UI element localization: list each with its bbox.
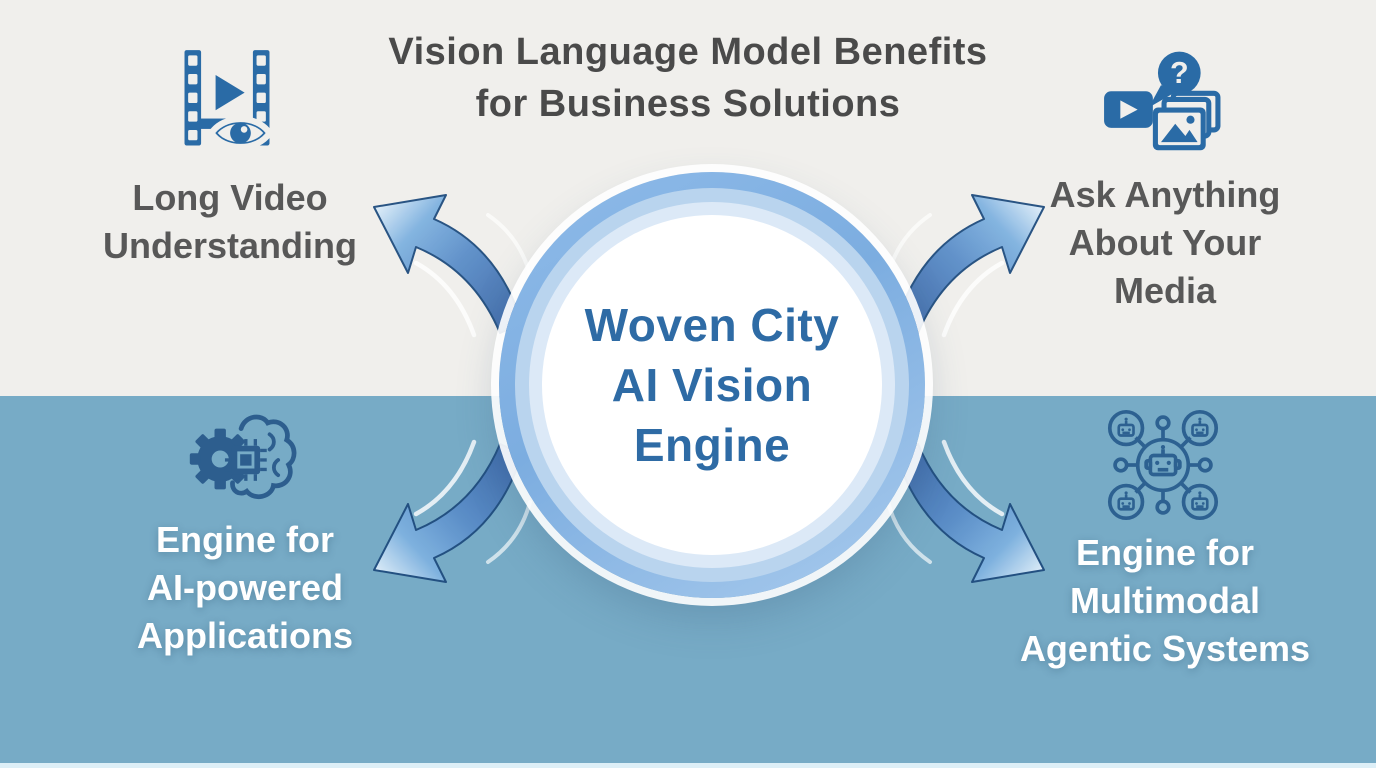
page-title: Vision Language Model Benefits for Busin… <box>288 26 1088 130</box>
center-line-1: Woven City <box>584 299 840 351</box>
label-long-video-understanding: Long Video Understanding <box>50 174 410 270</box>
circle-ring: Woven City AI Vision Engine <box>515 188 909 582</box>
label-line: About Your <box>1068 222 1262 263</box>
label-line: Long Video <box>132 177 328 218</box>
label-ask-anything-about-media: Ask Anything About Your Media <box>1000 171 1330 315</box>
label-line: Agentic Systems <box>1019 628 1311 669</box>
center-circle-core: Woven City AI Vision Engine <box>542 215 882 555</box>
label-engine-ai-powered-applications: Engine for AI-powered Applications <box>63 516 427 660</box>
label-line: Understanding <box>102 225 357 266</box>
bottom-edge-strip <box>0 763 1376 768</box>
label-line: Media <box>1113 270 1217 311</box>
title-line-1: Vision Language Model Benefits <box>388 31 988 73</box>
circle-ring: Woven City AI Vision Engine <box>529 202 895 568</box>
center-circle: Woven City AI Vision Engine <box>499 172 925 598</box>
video-question-images-icon: ? <box>1100 46 1222 164</box>
question-mark-glyph: ? <box>1170 56 1189 90</box>
label-line: AI-powered <box>146 567 343 608</box>
label-engine-multimodal-agentic-systems: Engine for Multimodal Agentic Systems <box>973 529 1357 673</box>
title-line-2: for Business Solutions <box>475 83 901 125</box>
label-line: Engine for <box>1076 532 1254 573</box>
center-line-3: Engine <box>633 419 791 471</box>
gear-brain-chip-icon <box>186 404 300 514</box>
robot-network-icon <box>1104 406 1222 524</box>
label-line: Applications <box>136 615 354 656</box>
label-line: Ask Anything <box>1049 174 1281 215</box>
film-play-eye-icon <box>170 46 284 160</box>
label-line: Engine for <box>156 519 334 560</box>
center-line-2: AI Vision <box>611 359 813 411</box>
label-line: Multimodal <box>1070 580 1260 621</box>
